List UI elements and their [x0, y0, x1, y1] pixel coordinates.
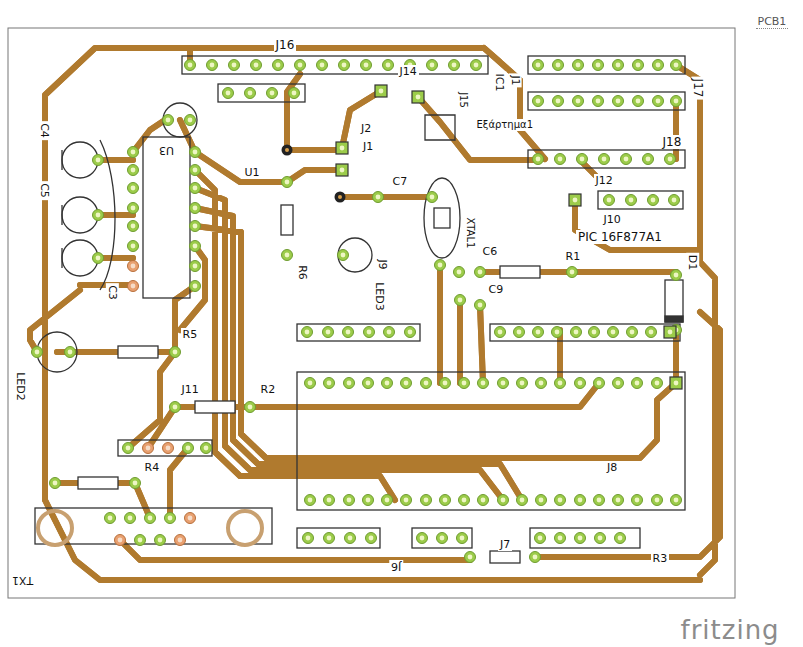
part-label: J10	[602, 213, 623, 226]
part-label: J1	[361, 140, 375, 153]
part-label: R6	[295, 263, 308, 282]
part-label: R1	[564, 250, 583, 263]
part-label: LED2	[13, 370, 26, 403]
part-label: J11	[180, 383, 201, 396]
part-label: U3	[157, 144, 176, 157]
part-label: J18	[661, 135, 684, 149]
part-label: J16	[274, 38, 297, 52]
part-label: J7	[498, 538, 512, 551]
part-label: J14	[398, 65, 419, 78]
part-label: IC1	[493, 71, 506, 93]
part-label: J6	[389, 560, 403, 573]
part-label: C5	[37, 181, 50, 200]
part-label: R3	[651, 552, 670, 565]
part-label: LED3	[372, 280, 385, 313]
part-label: TX1	[10, 574, 35, 587]
part-label: J15	[457, 90, 469, 110]
part-label: J1	[509, 73, 522, 87]
part-label: U1	[243, 166, 262, 179]
part-label: C7	[391, 175, 410, 188]
part-label: J9	[376, 257, 389, 271]
part-label: PIC 16F877A1	[576, 230, 664, 244]
part-label: C3	[105, 283, 118, 302]
part-label: C9	[487, 283, 506, 296]
part-label: D1	[686, 252, 699, 271]
part-label: R4	[143, 461, 162, 474]
part-label: R2	[259, 383, 278, 396]
part-label: J17	[691, 77, 705, 100]
board-name: PCB1	[756, 15, 789, 29]
part-label: Εξάρτημα1	[475, 119, 536, 131]
part-label: XTAL1	[464, 216, 476, 251]
part-label: J2	[359, 122, 373, 135]
part-label: C6	[481, 245, 500, 258]
watermark: fritzing	[679, 616, 782, 644]
part-label: C4	[37, 121, 50, 140]
part-label: J8	[605, 461, 619, 474]
part-label: R5	[181, 328, 200, 341]
part-label: J12	[594, 174, 615, 187]
